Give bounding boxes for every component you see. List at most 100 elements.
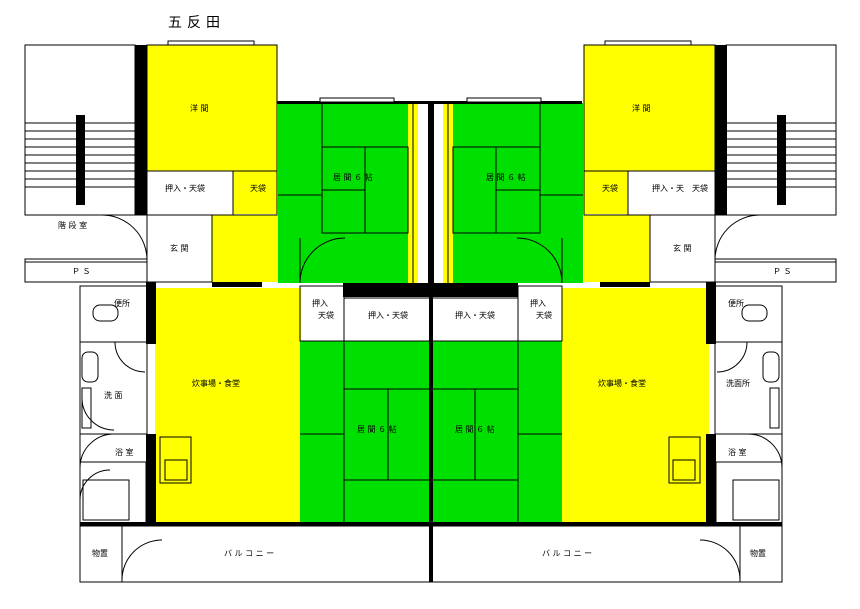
right-genkan-box (649, 214, 716, 283)
window (319, 97, 395, 103)
window (466, 97, 542, 103)
left-bath-door (79, 469, 111, 501)
left-ps-box (24, 258, 148, 283)
label-yokushitsu-right: 浴 室 (728, 447, 747, 457)
right-oshiire-lower (517, 285, 563, 342)
left-genkan-yellow (212, 215, 278, 282)
label-oshiire-lower-right: 押入 (530, 298, 546, 308)
right-tenbukuro-box (583, 170, 629, 216)
green-rooms (278, 103, 583, 524)
left-sink (81, 351, 99, 383)
label-tenbukuro-right: 天袋 (602, 183, 618, 193)
left-kitchen-area (155, 288, 301, 524)
left-bath-box (79, 461, 147, 525)
wall (135, 45, 147, 215)
right-genkan-door (714, 214, 761, 261)
right-wet-area (714, 285, 783, 527)
window (604, 40, 692, 46)
right-lower-kyoma (432, 341, 562, 524)
left-toilet-door (114, 341, 146, 373)
label-oshiire-wide-right: 押入・天袋 (455, 310, 495, 320)
label-tenbukuro-left: 天袋 (250, 183, 266, 193)
left-kyoma-door (299, 237, 346, 284)
label-kyoma-ur: 居 間 ６ 帖 (486, 172, 526, 182)
label-oshiire-left: 押入・天袋 (165, 183, 205, 193)
label-benjo-right: 便所 (728, 298, 744, 308)
right-yoma-area (584, 45, 715, 171)
label-oshiire-wide-left: 押入・天袋 (368, 310, 408, 320)
label-yoma-right: 洋 間 (632, 103, 651, 113)
right-boiler (668, 436, 701, 484)
plan-title: 五反田 (168, 15, 225, 31)
left-oshiire-upper (146, 170, 234, 216)
left-wc-door (79, 433, 115, 469)
label-kaidan-left: 階 段 室 (58, 220, 87, 230)
label-kyoma-ll: 居 間 ６ 帖 (357, 424, 397, 434)
label-balcony-right: バ ル コ ニ ー (542, 549, 592, 558)
label-ps-left: Ｐ Ｓ (72, 267, 91, 276)
left-wet-area (79, 285, 148, 527)
room-labels: 洋 間 洋 間 押入・天袋 天袋 天袋 押入・天 天袋 居 間 ６ 帖 居 間 … (58, 103, 792, 558)
label-monooki-left: 物置 (92, 548, 108, 558)
left-genkan-door (101, 214, 148, 261)
right-tenbukuro-area (584, 171, 628, 214)
label-kitchen-left: 炊事場・食堂 (192, 378, 240, 388)
window (167, 40, 255, 46)
right-stairs (715, 122, 836, 263)
right-bathtub (732, 479, 780, 521)
label-tenbukuro-lower-right: 天袋 (536, 310, 552, 320)
left-toilet (92, 304, 119, 322)
label-oshiire-lower-left: 押入 (312, 298, 328, 308)
left-sink-counter (81, 387, 92, 429)
label-kyoma-ul: 居 間 ６ 帖 (333, 172, 373, 182)
wall (76, 115, 85, 205)
label-yoma-left: 洋 間 (190, 103, 209, 113)
right-monooki-door (699, 539, 741, 581)
left-lower-kyoma (300, 341, 431, 524)
wall (146, 282, 156, 344)
wall (428, 101, 434, 283)
right-bath-box (715, 461, 783, 525)
left-boiler-inner (164, 459, 188, 481)
right-ps-box (714, 258, 837, 283)
left-bathtub (82, 479, 130, 521)
right-balcony (431, 525, 783, 583)
left-washroom-door (81, 397, 115, 431)
left-monooki-door (121, 539, 163, 581)
right-sink-counter (769, 387, 780, 429)
label-monooki-right: 物置 (750, 548, 766, 558)
wall (777, 115, 786, 205)
right-genkan-yellow (584, 215, 650, 282)
label-ps-right: Ｐ Ｓ (773, 267, 792, 276)
right-kitchen-area (562, 288, 709, 524)
right-toilet-door (716, 341, 748, 373)
wall (343, 283, 518, 297)
label-kitchen-right: 炊事場・食堂 (598, 378, 646, 388)
left-stairs (25, 122, 147, 263)
right-sink (762, 351, 780, 383)
windows (167, 40, 692, 103)
right-toilet (741, 304, 768, 322)
left-genkan-box (146, 214, 213, 283)
wall (146, 434, 156, 524)
label-genkan-right: 玄 関 (673, 243, 692, 253)
thick-walls (76, 45, 786, 582)
label-senmen-left: 洗 面 (104, 390, 123, 400)
label-genkan-left: 玄 関 (170, 243, 189, 253)
wall (429, 297, 433, 582)
wall (600, 282, 650, 287)
wall (706, 434, 716, 524)
right-oshiire-upper (627, 170, 716, 216)
right-upper-kyoma (453, 103, 583, 283)
right-wc-door (747, 433, 783, 469)
wall (706, 282, 716, 344)
label-kyoma-lr: 居 間 ６ 帖 (455, 424, 495, 434)
left-tenbukuro-box (232, 170, 278, 216)
left-upper-kyoma (278, 103, 408, 283)
label-senmenjo-right: 洗面所 (726, 378, 750, 388)
right-boiler-inner (672, 459, 696, 481)
label-yokushitsu-left: 浴 室 (115, 447, 134, 457)
label-benjo-left: 便所 (114, 298, 130, 308)
label-tenbukuro-lower-left: 天袋 (318, 310, 334, 320)
